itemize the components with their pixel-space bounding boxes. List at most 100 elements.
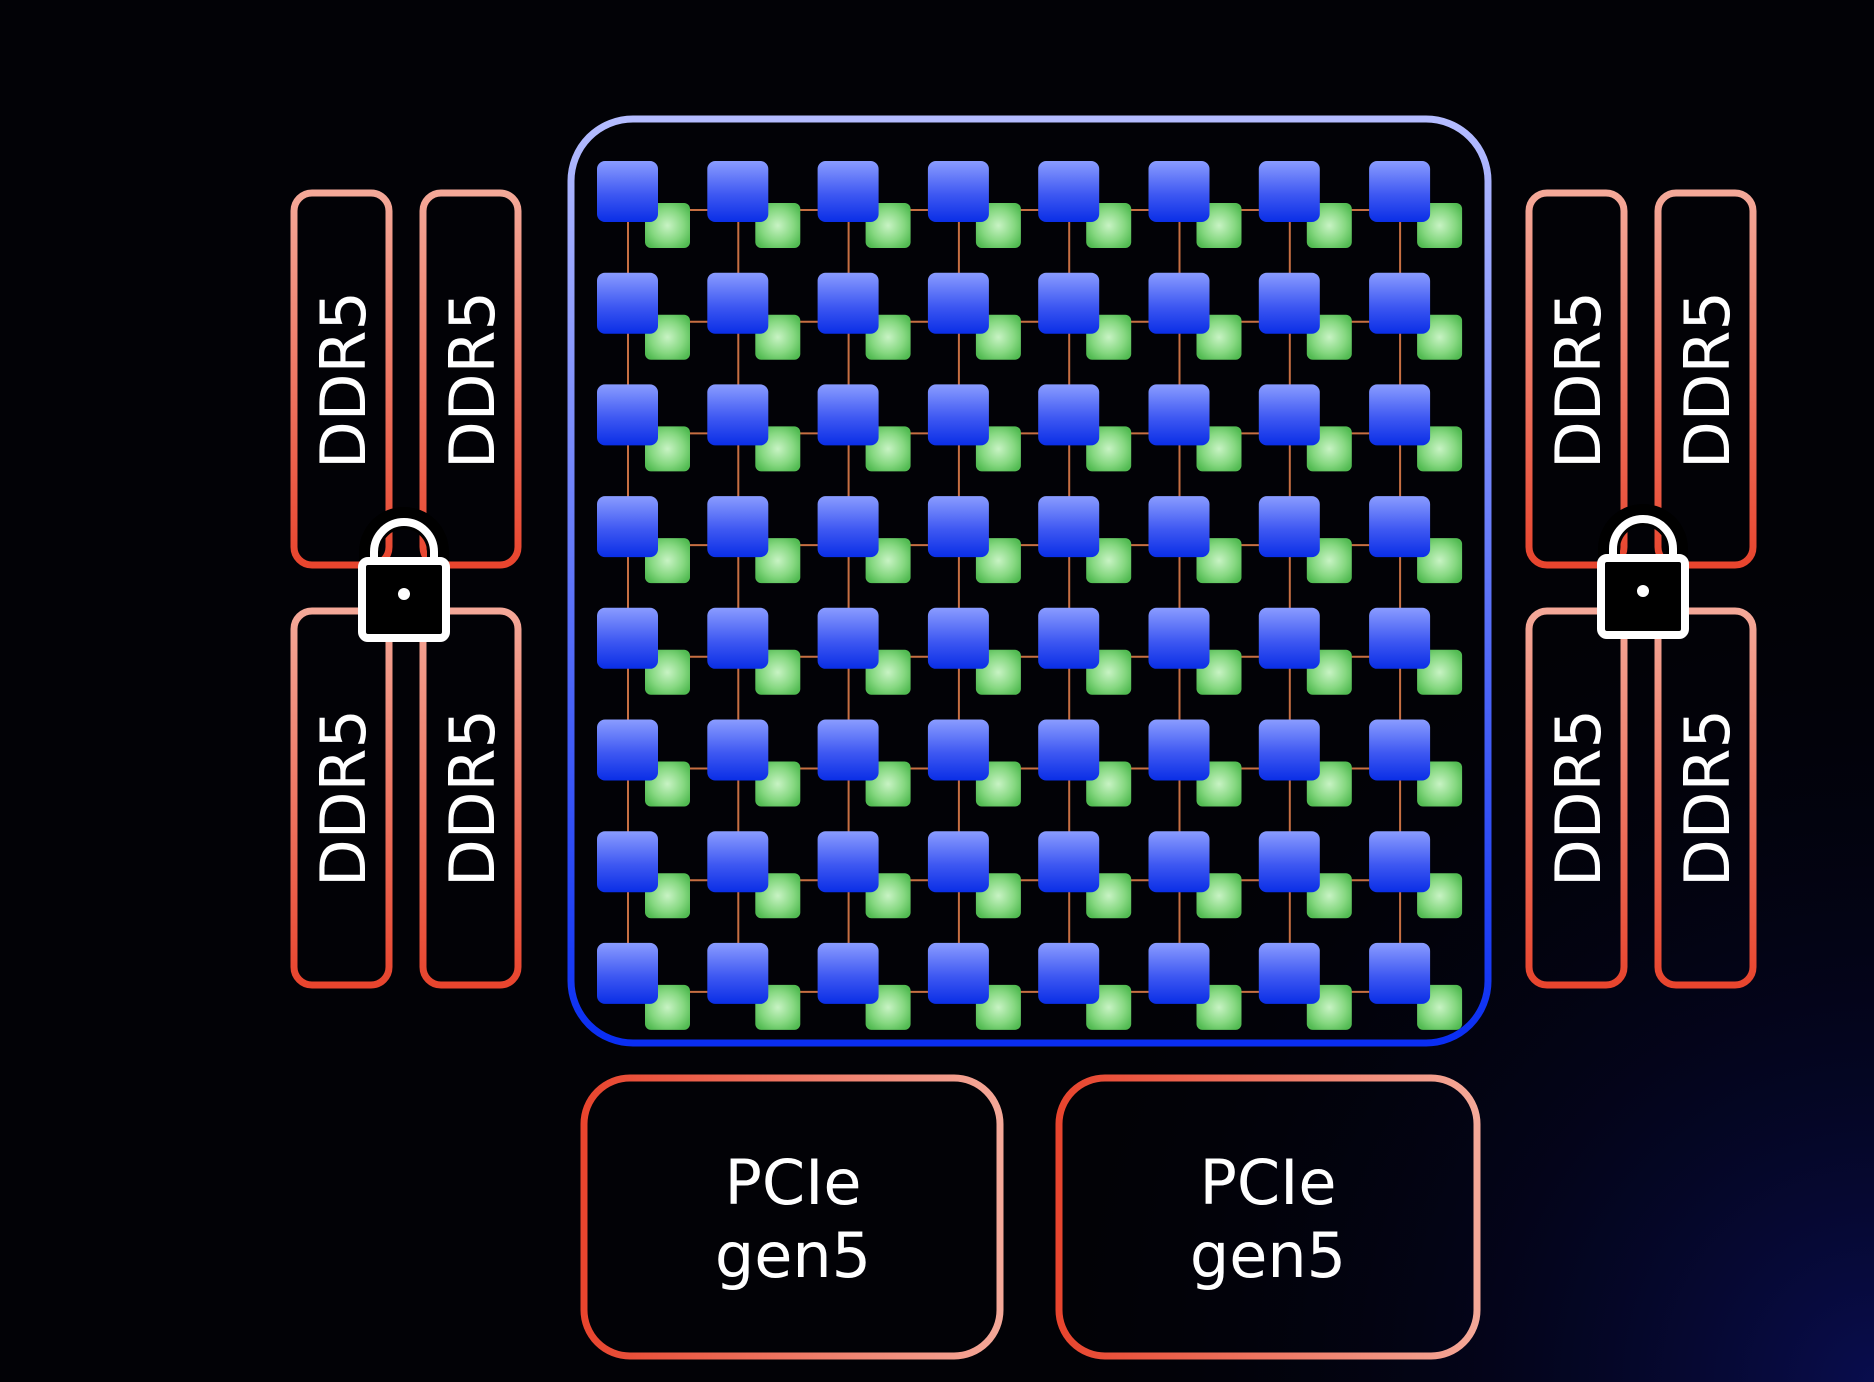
- core-tile: [597, 384, 658, 446]
- mesh-tile: [1258, 272, 1352, 360]
- core-tile: [1258, 831, 1320, 893]
- core-tile: [707, 272, 769, 334]
- mesh-tile: [1148, 607, 1242, 695]
- memory-label-left-2: DDR5: [436, 291, 509, 469]
- mesh-tile: [1258, 384, 1352, 472]
- mesh-tile: [597, 496, 690, 584]
- mesh-tile: [927, 384, 1021, 472]
- mesh-tile: [1038, 607, 1132, 695]
- core-tile: [597, 496, 658, 558]
- core-tile: [1258, 496, 1320, 558]
- core-tile: [1369, 161, 1431, 222]
- core-tile: [817, 942, 879, 1004]
- core-tile: [707, 496, 769, 558]
- core-tile: [1258, 942, 1320, 1004]
- core-tile: [1038, 607, 1100, 669]
- mesh-tile: [1038, 831, 1132, 919]
- mesh-tile: [707, 831, 801, 919]
- mesh-tile: [1258, 942, 1352, 1030]
- core-tile: [597, 607, 658, 669]
- pcie-block-2: [1055, 1074, 1481, 1360]
- core-tile: [1038, 161, 1100, 222]
- memory-label-left-1: DDR5: [307, 291, 380, 469]
- mesh-tile: [597, 607, 690, 695]
- core-tile: [597, 272, 658, 334]
- mesh-tile: [927, 272, 1021, 360]
- mesh-tile: [1038, 942, 1132, 1030]
- memory-label-right-3: DDR5: [1542, 709, 1615, 887]
- mesh-tile: [707, 942, 801, 1030]
- mesh-tile: [1258, 161, 1352, 248]
- memory-label-right-4: DDR5: [1671, 709, 1744, 887]
- mesh-tile: [1038, 496, 1132, 584]
- core-tile: [1038, 272, 1100, 334]
- core-tile: [817, 719, 879, 781]
- mesh-tile: [1148, 161, 1242, 248]
- core-tile: [1369, 719, 1431, 781]
- core-tile: [817, 496, 879, 558]
- mesh-nodes: [597, 161, 1463, 1030]
- mesh-tile: [1038, 161, 1132, 248]
- core-tile: [1038, 942, 1100, 1004]
- core-tile: [1258, 384, 1320, 446]
- core-tile: [707, 831, 769, 893]
- core-tile: [1148, 161, 1210, 222]
- pcie-label-1-line2: gen5: [715, 1219, 871, 1292]
- pcie-label-2-line2: gen5: [1190, 1219, 1346, 1292]
- core-tile: [1148, 607, 1210, 669]
- mesh-tile: [597, 942, 690, 1030]
- core-tile: [1148, 831, 1210, 893]
- core-tile: [817, 607, 879, 669]
- core-tile: [1369, 831, 1431, 893]
- mesh-tile: [817, 719, 911, 807]
- core-tile: [1148, 942, 1210, 1004]
- io-group: PCIe gen5 PCIe gen5: [580, 1074, 1481, 1360]
- mesh-tile: [1369, 384, 1463, 472]
- mesh-tile: [927, 942, 1021, 1030]
- core-tile: [1038, 831, 1100, 893]
- core-tile: [597, 161, 658, 222]
- memory-module-left-4: [419, 607, 522, 989]
- core-tile: [927, 607, 989, 669]
- memory-module-right-1: [1525, 189, 1628, 569]
- mesh-tile: [707, 161, 801, 248]
- core-tile: [1038, 384, 1100, 446]
- mesh-tile: [817, 161, 911, 248]
- mesh-tile: [597, 831, 690, 919]
- core-tile: [927, 719, 989, 781]
- mesh-tile: [1369, 496, 1463, 584]
- mesh-tile: [707, 272, 801, 360]
- core-tile: [817, 384, 879, 446]
- core-tile: [1369, 384, 1431, 446]
- memory-label-right-1: DDR5: [1542, 291, 1615, 469]
- core-tile: [1038, 496, 1100, 558]
- core-tile: [1148, 384, 1210, 446]
- mesh-tile: [1148, 496, 1242, 584]
- lock-icon: [1597, 504, 1689, 639]
- mesh-tile: [927, 831, 1021, 919]
- mesh-tile: [1148, 384, 1242, 472]
- mesh-tile: [1148, 831, 1242, 919]
- core-tile: [1369, 607, 1431, 669]
- mesh-tile: [817, 942, 911, 1030]
- mesh-tile: [1369, 719, 1463, 807]
- mesh-tile: [597, 384, 690, 472]
- mesh-tile: [707, 607, 801, 695]
- mesh-tile: [1369, 272, 1463, 360]
- core-tile: [1369, 496, 1431, 558]
- core-tile: [1258, 607, 1320, 669]
- mesh-tile: [1369, 161, 1463, 248]
- mesh-tile: [927, 719, 1021, 807]
- core-tile: [927, 161, 989, 222]
- mesh-tile: [927, 496, 1021, 584]
- mesh-tile: [597, 161, 690, 248]
- mesh-border: [567, 115, 1492, 1047]
- mesh-tile: [1148, 942, 1242, 1030]
- mesh-tile: [1258, 719, 1352, 807]
- core-tile: [707, 161, 769, 222]
- core-tile: [927, 272, 989, 334]
- mesh-tile: [1369, 942, 1463, 1030]
- mesh-tile: [1038, 719, 1132, 807]
- mesh-tile: [1258, 607, 1352, 695]
